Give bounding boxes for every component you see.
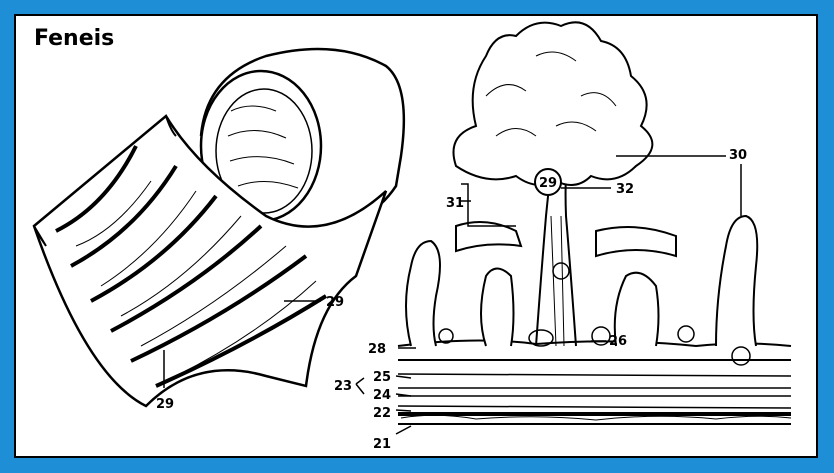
label-31: 31 [446, 196, 464, 211]
intestine-tube-drawing [34, 49, 404, 406]
label-21: 21 [373, 437, 391, 452]
label-22: 22 [373, 406, 391, 421]
label-29-villus: 29 [539, 176, 557, 191]
label-26: 26 [609, 334, 627, 349]
label-24: 24 [373, 388, 391, 403]
label-29-lower: 29 [156, 397, 174, 412]
label-29-plica: 29 [326, 295, 344, 310]
villus-section-drawing [356, 22, 791, 434]
label-30: 30 [729, 148, 747, 163]
label-25: 25 [373, 370, 391, 385]
illustration-card: Feneis [14, 14, 818, 458]
label-23: 23 [334, 379, 352, 394]
anatomy-illustration: 29 29 29 30 31 32 28 26 25 24 23 22 21 [16, 16, 816, 456]
label-32: 32 [616, 182, 634, 197]
label-28: 28 [368, 342, 386, 357]
